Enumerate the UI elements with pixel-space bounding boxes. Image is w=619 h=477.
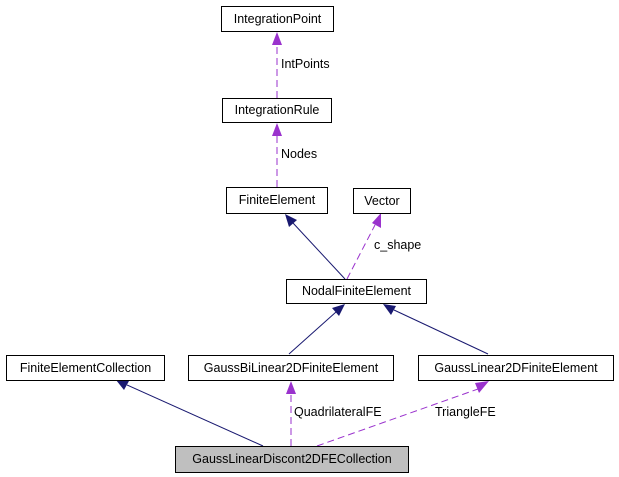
edge-label-nodes: Nodes (281, 147, 318, 161)
arrowhead-c-shape (372, 213, 381, 228)
node-nodal-finite-element[interactable]: NodalFiniteElement (286, 279, 427, 304)
edge-inherit-linear (393, 309, 489, 355)
node-integration-point[interactable]: IntegrationPoint (221, 6, 334, 32)
edge-label-triangle-fe: TriangleFE (435, 405, 496, 419)
node-gauss-linear-2d-finite-element[interactable]: GaussLinear2DFiniteElement (418, 355, 614, 381)
edge-triangle-fe (316, 388, 479, 447)
node-integration-rule[interactable]: IntegrationRule (222, 98, 332, 123)
edge-inherit-finite-element (292, 222, 346, 280)
node-vector[interactable]: Vector (353, 188, 411, 214)
arrowhead-nodes (272, 123, 282, 136)
node-finite-element[interactable]: FiniteElement (226, 187, 328, 214)
arrowhead-inherit-fecollection (116, 380, 129, 390)
edge-label-intpoints: IntPoints (281, 57, 330, 71)
arrowhead-inherit-bilinear (332, 304, 345, 316)
node-gauss-bilinear-2d-finite-element[interactable]: GaussBiLinear2DFiniteElement (188, 355, 394, 381)
arrowhead-inherit-linear (383, 304, 396, 315)
node-gauss-linear-discont-2d-fe-collection: GaussLinearDiscont2DFECollection (175, 446, 409, 473)
arrowhead-inherit-finite-element (285, 214, 297, 227)
edge-inherit-bilinear (288, 311, 337, 355)
edge-c-shape (346, 224, 376, 280)
arrowhead-intpoints (272, 32, 282, 45)
edge-inherit-fecollection (126, 384, 264, 447)
edge-label-c-shape: c_shape (374, 238, 422, 252)
arrowhead-triangle-fe (475, 381, 489, 393)
edge-label-quadrilateral-fe: QuadrilateralFE (294, 405, 382, 419)
node-finite-element-collection[interactable]: FiniteElementCollection (6, 355, 165, 381)
arrowhead-quadrilateral-fe (286, 381, 296, 394)
